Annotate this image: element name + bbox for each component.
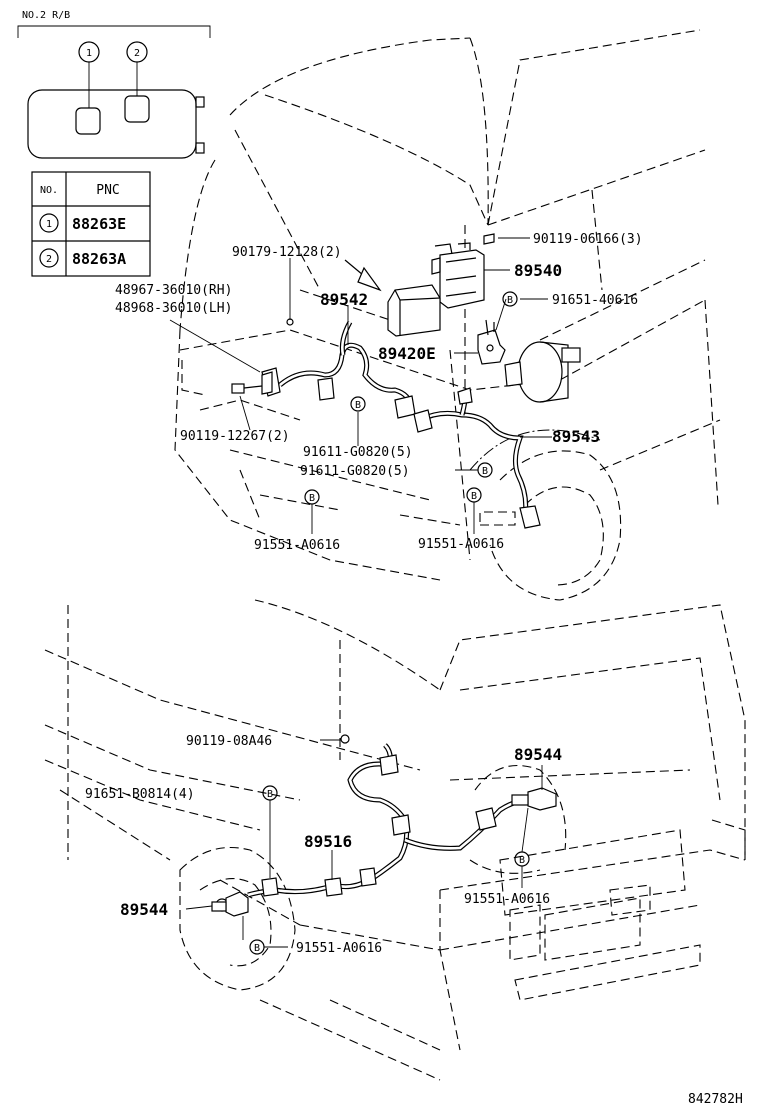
- brake-booster: [504, 341, 581, 403]
- pnc-row-1-no: 1: [46, 219, 52, 230]
- label-91651-b0814: 91651-B0814(4): [85, 787, 195, 802]
- arrow-90179-indicator: [344, 259, 382, 292]
- bolt-symbol-91551-r1: B: [519, 855, 525, 866]
- pnc-row-2-value: 88263A: [72, 250, 126, 268]
- rear-harness-wire-89516: [247, 743, 531, 898]
- bolt-symbol-91611-a: B: [355, 400, 361, 411]
- pnc-row-1-value: 88263E: [72, 215, 126, 233]
- rear-wheel-left: [179, 846, 296, 991]
- relay-slot-1: [75, 107, 101, 135]
- pnc-table: NO. PNC 1 2 88263E 88263A: [31, 171, 151, 277]
- bolt-symbol-91651: B: [507, 295, 513, 306]
- relay-block-inset: NO.2 R/B 1 2: [17, 10, 211, 159]
- rear-vehicle-outline: [44, 599, 746, 1081]
- bolt-symbol-91551-f2: B: [471, 491, 477, 502]
- bolt-symbol-91611-b: B: [482, 466, 488, 477]
- label-48967-36010-rh: 48967-36010(RH): [115, 283, 232, 298]
- bolt-symbol-91551-r2: B: [254, 943, 260, 954]
- label-91651-40616: 91651-40616: [552, 293, 638, 308]
- pnc-table-frame: [31, 171, 151, 277]
- bolt-symbol-91651-b0814: B: [267, 789, 273, 800]
- label-91551-a0616-rear-2: 91551-A0616: [296, 941, 382, 956]
- front-harness-wire-89543: [413, 387, 541, 529]
- label-89540: 89540: [514, 261, 562, 280]
- relay-block-body: [27, 89, 197, 159]
- label-89543: 89543: [552, 427, 600, 446]
- front-wheel: [469, 429, 622, 601]
- rear-sensor-left: [211, 891, 249, 917]
- front-harness-wire-89542: [261, 320, 416, 419]
- pnc-row-2-no: 2: [46, 254, 52, 265]
- bracket-89420e: [477, 319, 506, 365]
- label-91611-g0820-b: 91611-G0820(5): [300, 464, 410, 479]
- abs-ecu-89540: [431, 242, 485, 309]
- label-48968-36010-lh: 48968-36010(LH): [115, 301, 232, 316]
- label-90179-12128: 90179-12128(2): [232, 245, 342, 260]
- label-89544-rear-left: 89544: [120, 900, 168, 919]
- label-91611-g0820-a: 91611-G0820(5): [303, 445, 413, 460]
- label-90119-12267: 90119-12267(2): [180, 429, 290, 444]
- front-sensor-mount-left: [231, 371, 273, 395]
- rear-bolt-symbols: B B B: [249, 785, 530, 955]
- relay-block-tab-bottom: [195, 142, 205, 154]
- relay-box-underhood: [387, 284, 441, 337]
- label-89544-rear-right: 89544: [514, 745, 562, 764]
- front-bolt-symbols: B B B B B: [304, 291, 518, 505]
- label-91551-a0616-rear-1: 91551-A0616: [464, 892, 550, 907]
- front-leader-lines: [169, 237, 552, 534]
- rear-sensor-right: [511, 787, 557, 811]
- figure-code: 842782H: [688, 1092, 743, 1107]
- label-90119-06166: 90119-06166(3): [533, 232, 643, 247]
- relay-block-label: NO.2 R/B: [22, 10, 70, 21]
- rear-leader-lines: [185, 739, 543, 948]
- inset-bracket: [17, 25, 211, 38]
- pnc-header-pnc: PNC: [96, 183, 119, 198]
- part-labels: 90179-12128(2) 48967-36010(RH) 48968-360…: [85, 232, 743, 1107]
- front-fasteners: [286, 233, 495, 744]
- rear-wheel-right: [469, 765, 567, 874]
- label-90119-08a46: 90119-08A46: [186, 734, 272, 749]
- relay-slot-2: [124, 95, 150, 123]
- label-89420e: 89420E: [378, 344, 436, 363]
- label-91551-a0616-front-1: 91551-A0616: [254, 538, 340, 553]
- relay-callout-number-1: 1: [86, 48, 92, 59]
- relay-block-tab-top: [195, 96, 205, 108]
- pnc-row-1-circle: [39, 213, 59, 233]
- label-89542: 89542: [320, 290, 368, 309]
- pnc-header-no: NO.: [40, 185, 58, 196]
- label-89516: 89516: [304, 832, 352, 851]
- relay-callout-number-2: 2: [134, 48, 140, 59]
- pnc-row-2-circle: [39, 248, 59, 268]
- bolt-symbol-91551-f1: B: [309, 493, 315, 504]
- label-91551-a0616-front-2: 91551-A0616: [418, 537, 504, 552]
